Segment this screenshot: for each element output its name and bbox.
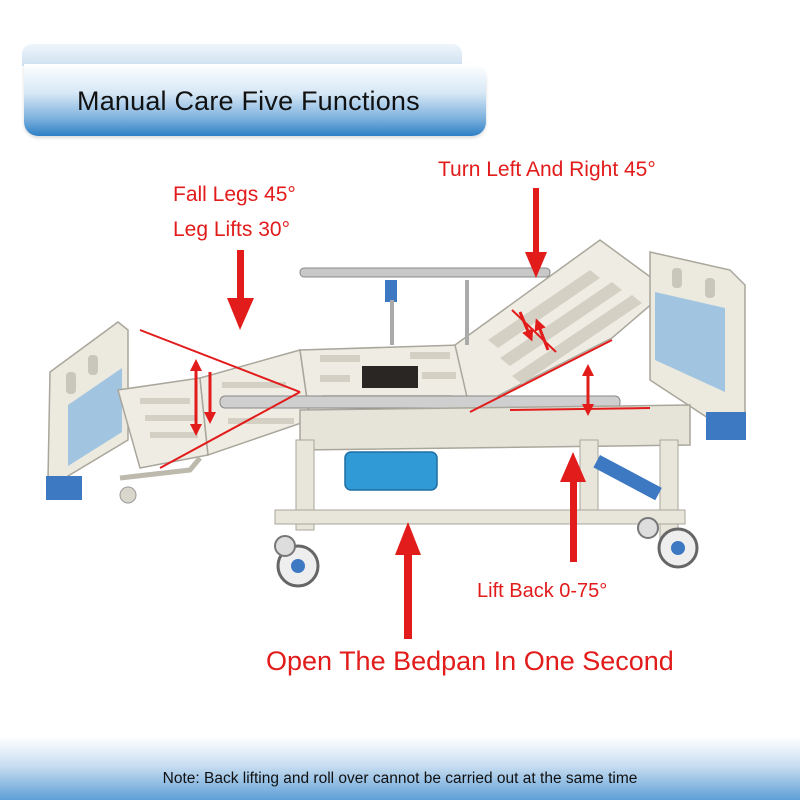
foot-board [46, 321, 129, 500]
up-arrow-icon [560, 452, 586, 562]
footer-note: Note: Back lifting and roll over cannot … [162, 770, 638, 787]
title-banner [24, 64, 486, 136]
page-title: Manual Care Five Functions [77, 86, 420, 116]
angle-lines [139, 309, 651, 469]
head-board [649, 251, 746, 440]
down-arrow-icon [227, 250, 254, 330]
lift-back-label: Lift Back 0-75° [477, 580, 608, 602]
side-rail [219, 267, 621, 409]
wheel-icon [657, 527, 699, 569]
fall-legs-label: Fall Legs 45° [173, 183, 296, 206]
back-section [454, 239, 670, 412]
down-arrow-icon [525, 188, 547, 278]
up-arrow-icon [395, 522, 421, 639]
leg-section [117, 349, 311, 504]
turn-label: Turn Left And Right 45° [438, 158, 656, 181]
angle-arrows [190, 311, 594, 436]
leg-lifts-label: Leg Lifts 30° [173, 218, 290, 241]
bedpan-label: Open The Bedpan In One Second [266, 646, 674, 676]
banner-tab [22, 44, 462, 66]
bed-frame [274, 404, 699, 588]
wheel-icon [276, 544, 320, 588]
footer-bar [0, 737, 800, 800]
